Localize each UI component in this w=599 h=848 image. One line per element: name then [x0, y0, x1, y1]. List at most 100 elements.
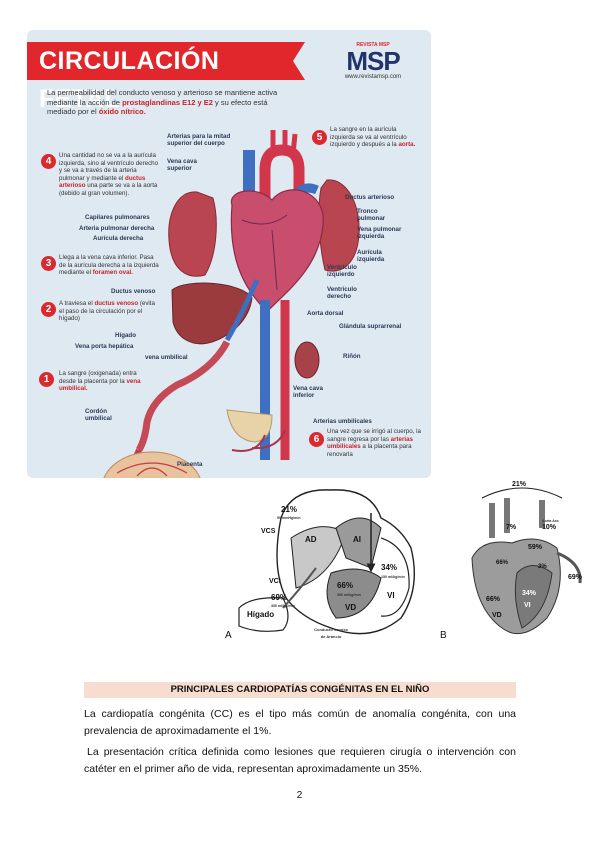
label-ductus-arterioso: Ductus arterioso — [345, 194, 395, 201]
fig-b-66-top: 66% — [496, 560, 509, 566]
fig-a-vcs: VCS — [261, 528, 276, 535]
figure-b-fetal-heart: 21% 7% Aorta Asc 10% 59% 3% 66% 66% 34% … — [440, 478, 592, 648]
paragraph-1: La cardiopatía congénita (CC) es el tipo… — [84, 708, 516, 737]
fig-a-letter: A — [225, 630, 232, 641]
figure-b-drawing — [471, 487, 582, 635]
figure-a-drawing — [238, 489, 416, 635]
fig-b-aorta: Aorta Asc — [542, 519, 559, 523]
fig-a-34: 34% — [381, 563, 398, 572]
carotids — [270, 130, 298, 155]
step-text: Una cantidad no se va a la aurícula izqu… — [59, 152, 161, 198]
label-ventriculo-izq: Ventrículo izquierdo — [327, 264, 357, 278]
step-text-highlight: foramen oval. — [92, 269, 133, 277]
label-arteria-pulmonar-der: Arteria pulmonar derecha — [79, 225, 155, 232]
step-text-after: a la placenta para renovarla — [327, 443, 412, 458]
label-higado: Hígado — [115, 332, 136, 339]
label-arterias-mitad: Arterias para la mitad superior del cuer… — [167, 133, 231, 147]
page-number: 2 — [296, 790, 303, 801]
heart-chambers — [241, 214, 288, 291]
intro-part2: y su efecto está mediado por el — [47, 97, 268, 117]
fig-a-21-sub: 50 mmHg/min — [277, 516, 301, 520]
label-vena-cava-inferior: Vena cava inferior — [293, 385, 323, 399]
step-text: Llega a la vena cava inferior. Pasa de l… — [59, 254, 159, 277]
step-text-highlight: vena umbilical. — [59, 377, 141, 393]
fig-b-10: 10% — [542, 524, 557, 531]
fig-b-69: 69% — [568, 574, 583, 581]
label-ductus-venoso: Ductus venoso — [111, 288, 156, 295]
fig-a-conducto: Conducto venoso de Arancio — [314, 627, 348, 639]
section-heading: PRINCIPALES CARDIOPATÍAS CONGÉNITAS EN E… — [84, 682, 516, 698]
fig-a-vci: VCI — [269, 578, 281, 585]
kidney — [294, 341, 320, 379]
step-number: 1 — [39, 372, 54, 387]
logo-url: www.revistamsp.com — [344, 74, 402, 80]
step-text-after: (evita el paso de la circulación por el … — [59, 300, 155, 323]
intro-highlight1: prostaglandinas E12 y E2 — [122, 97, 213, 107]
right-lung — [168, 191, 217, 277]
ductus-venoso-vessel — [224, 278, 260, 342]
bladder — [226, 409, 273, 443]
label-glandula: Glándula suprarrenal — [339, 323, 402, 330]
fig-a-ai: AI — [353, 535, 361, 544]
label-ventriculo-der: Ventrículo derecho — [327, 286, 357, 300]
step-text-main: Una vez que se irrigó al cuerpo, la sang… — [327, 428, 421, 443]
step-number: 4 — [41, 154, 56, 169]
fig-a-higado: Hígado — [247, 610, 275, 619]
step-text-main: Llega a la vena cava inferior. Pasa de l… — [59, 254, 159, 277]
step-text-highlight: ductus arterioso — [59, 174, 146, 190]
title-banner-tip — [293, 42, 305, 80]
fetal-circulation-infographic: CIRCULACIÓN FETAL REVISTA MSP MSP www.re… — [27, 30, 431, 478]
step-text-main: La sangre en la aurícula izquierda se va… — [330, 126, 407, 149]
fig-b-vd: VD — [492, 612, 502, 619]
umbilical-vein — [135, 340, 231, 452]
label-placenta: Placenta — [177, 461, 203, 468]
fig-b-letter: B — [440, 630, 447, 641]
label-rinon: Riñón — [343, 353, 361, 360]
step-text-main: Una cantidad no se va a la aurícula izqu… — [59, 152, 159, 182]
label-vena-cava-superior: Vena cava superior — [167, 158, 197, 172]
aortic-arch — [259, 144, 305, 230]
label-vena-umbilical: vena umbilical — [145, 354, 188, 361]
step-text: La sangre (oxigenada) entra desde la pla… — [59, 370, 151, 393]
fig-b-7: 7% — [506, 524, 517, 531]
placenta-illustration — [103, 451, 201, 478]
label-capilares: Capilares pulmonares — [85, 214, 150, 221]
step-number: 3 — [41, 256, 56, 271]
fig-b-34: 34% — [522, 590, 537, 597]
intro-part1: La permeabilidad del conducto venoso y a… — [47, 88, 278, 107]
paragraph-2: La presentación crítica definida como le… — [84, 746, 516, 775]
umbilical-arteries — [231, 429, 286, 452]
step-number: 5 — [312, 130, 327, 145]
label-tronco-pulmonar: Tronco pulmonar — [357, 208, 386, 222]
msp-logo: REVISTA MSP MSP www.revistamsp.com — [325, 42, 421, 88]
fig-b-59: 59% — [528, 544, 543, 551]
label-vena-pulmonar-izq: Vena pulmonar izquierda — [357, 226, 402, 240]
intro-highlight2: óxido nítrico. — [98, 107, 146, 116]
circulation-illustration — [124, 130, 360, 472]
intro-text: La permeabilidad del conducto venoso y a… — [47, 88, 297, 117]
step-text-main: A traviesa el — [59, 300, 95, 307]
step-text-highlight: aorta. — [398, 141, 416, 149]
step-text-highlight: arterias umbilicales — [327, 435, 414, 451]
fig-b-3: 3% — [538, 564, 547, 570]
label-auricula-izq: Aurícula izquierda — [357, 249, 385, 263]
step-text: Una vez que se irrigó al cuerpo, la sang… — [327, 428, 427, 458]
fig-a-66: 66% — [337, 581, 354, 590]
step-text-after: una parte se va a la aorta (debido al gr… — [59, 182, 158, 197]
fig-a-66-sub: 306 ml/kg/min — [337, 593, 361, 597]
step-text-highlight: ductus venoso — [94, 300, 139, 307]
fig-b-21: 21% — [512, 481, 527, 488]
label-auricula-der: Aurícula derecha — [93, 235, 144, 242]
label-arterias-umbilicales: Arterias umbilicales — [313, 418, 372, 425]
fig-a-vd: VD — [345, 603, 357, 612]
logo-name: MSP — [346, 46, 400, 76]
step-number: 6 — [309, 432, 324, 447]
poster-title: CIRCULACIÓN FETAL — [27, 42, 293, 113]
fig-a-69: 69% — [271, 593, 288, 602]
fig-a-21: 21% — [281, 505, 298, 514]
step-text-main: La sangre (oxigenada) entra desde la pla… — [59, 370, 137, 385]
label-cordon: Cordón umbilical — [85, 408, 112, 422]
fig-b-66: 66% — [486, 596, 501, 603]
figure-a-fetal-heart: 21% 50 mmHg/min VCS AD AI 34% 150 ml/kg/… — [221, 478, 451, 648]
step-text: A traviesa el ductus venoso (evita el pa… — [59, 300, 159, 323]
